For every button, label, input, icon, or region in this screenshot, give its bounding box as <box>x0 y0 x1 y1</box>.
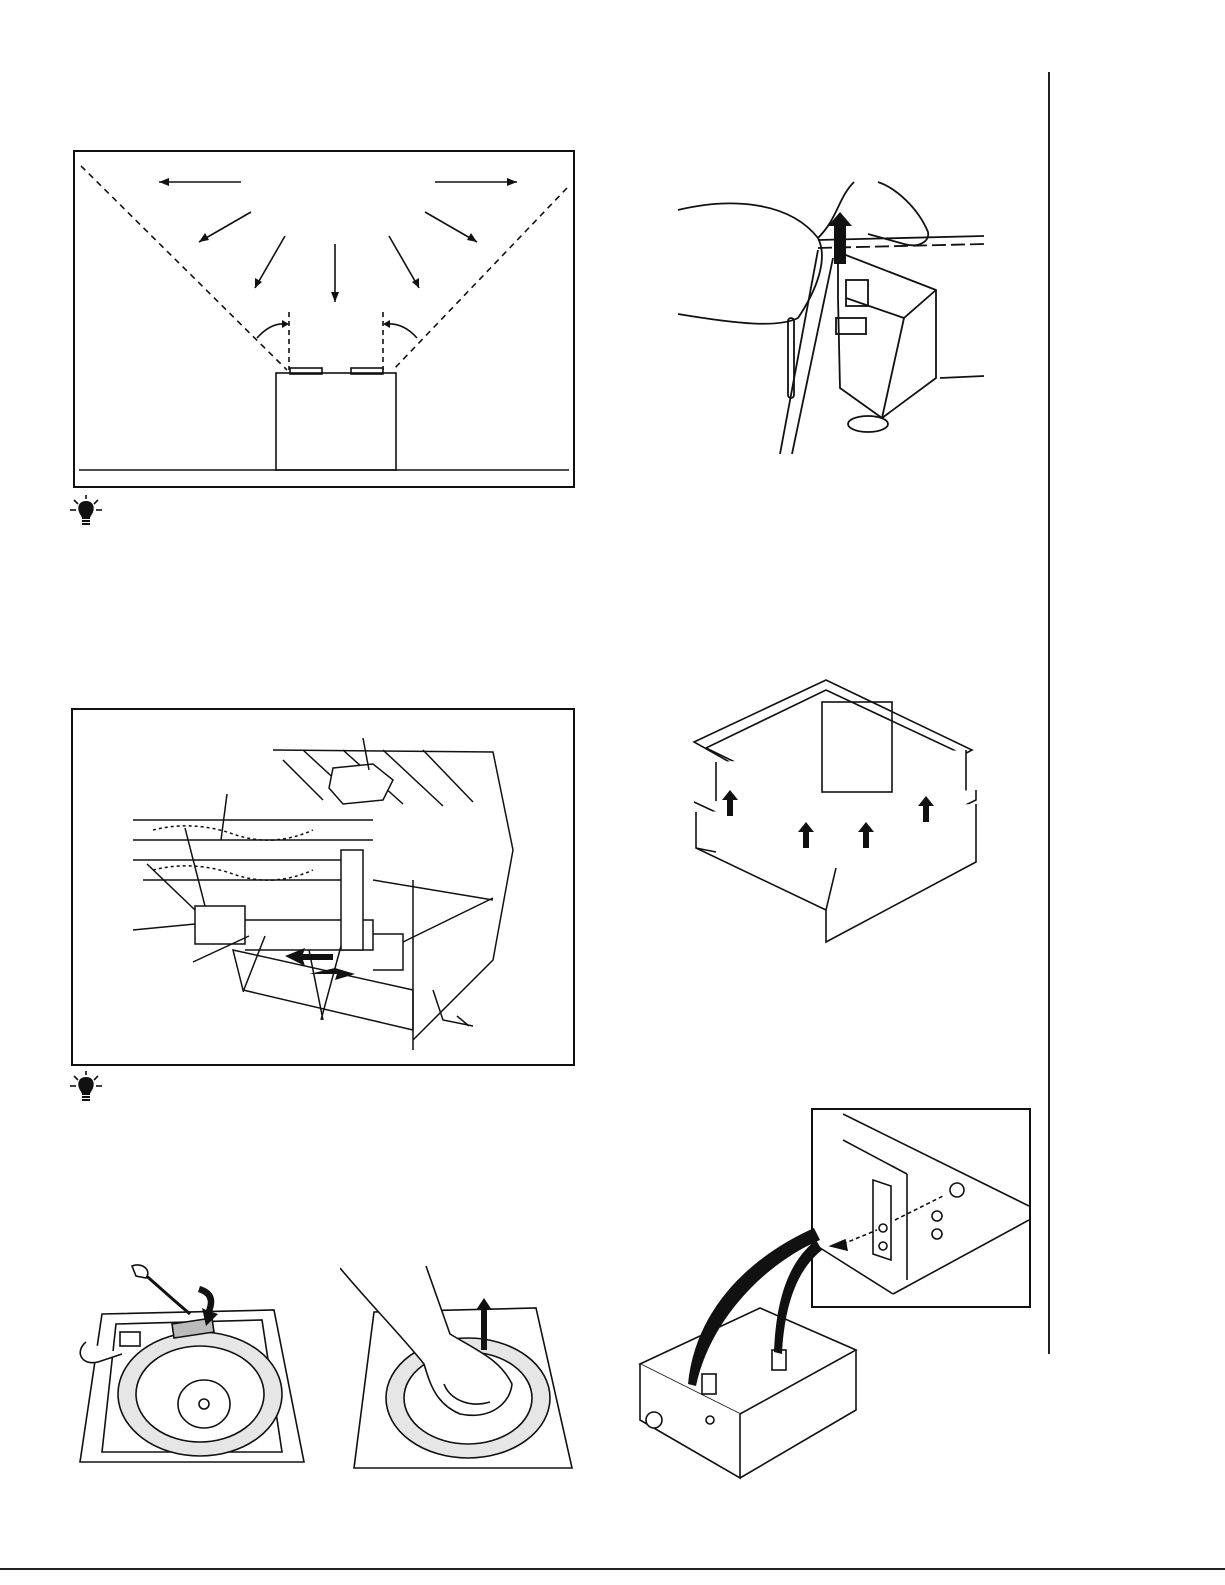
attic-ducting <box>71 708 575 1066</box>
lift-blower <box>340 1264 576 1474</box>
housing-frame <box>686 672 978 944</box>
clearance-diagram <box>73 150 575 488</box>
screwdriver-release <box>72 1262 312 1474</box>
housing-bracket-callout <box>636 1224 876 1492</box>
lightbulb-tip-icon <box>66 494 106 530</box>
lightbulb-tip-icon <box>66 1070 106 1106</box>
margin-rule <box>1048 72 1050 1354</box>
unplug-connector <box>668 178 984 458</box>
footer-rule <box>0 1568 1225 1570</box>
